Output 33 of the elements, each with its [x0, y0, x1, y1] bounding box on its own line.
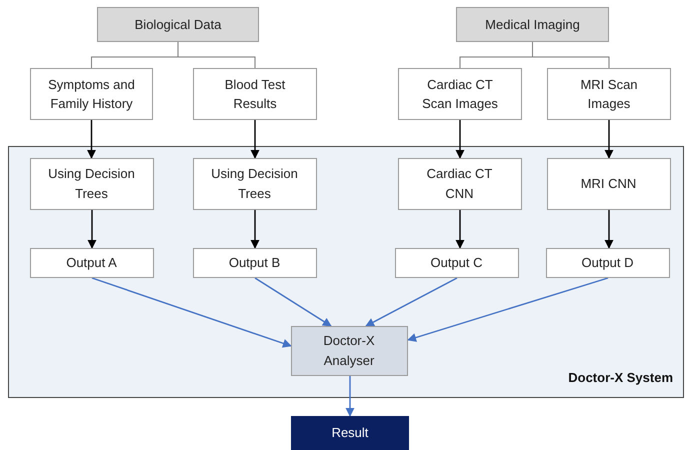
- arrow: [456, 120, 464, 159]
- process-box: Using Decision Trees: [30, 158, 154, 210]
- process-box: MRI Scan Images: [547, 68, 671, 120]
- arrow: [604, 120, 614, 159]
- arrow: [407, 277, 608, 342]
- panel-title: Doctor-X System: [568, 370, 673, 385]
- arrow: [365, 277, 458, 327]
- system-panel: [8, 146, 684, 398]
- arrow: [346, 376, 354, 417]
- arrow: [250, 120, 260, 159]
- category-box: Biological Data: [97, 7, 259, 42]
- arrow: [250, 210, 260, 249]
- connector-line: [532, 42, 610, 68]
- process-box: MRI CNN: [546, 158, 670, 210]
- analyser-box: Doctor-X Analyser: [290, 326, 408, 376]
- result-box: Result: [291, 416, 409, 450]
- arrow: [87, 120, 96, 159]
- arrow: [604, 210, 614, 249]
- arrow: [456, 210, 464, 249]
- process-box: Using Decision Trees: [192, 158, 316, 210]
- category-box: Medical Imaging: [456, 7, 609, 42]
- process-box: Cardiac CT Scan Images: [398, 68, 522, 120]
- process-box: Output B: [192, 248, 316, 278]
- arrow: [92, 277, 292, 348]
- arrow: [88, 210, 96, 249]
- process-box: Blood Test Results: [193, 68, 317, 120]
- arrow: [254, 277, 332, 327]
- process-box: Symptoms and Family History: [30, 68, 153, 120]
- process-box: Output D: [546, 248, 670, 278]
- process-box: Output C: [394, 248, 518, 278]
- connector-line: [178, 42, 256, 68]
- process-box: Cardiac CT CNN: [398, 158, 522, 210]
- process-box: Output A: [30, 248, 154, 278]
